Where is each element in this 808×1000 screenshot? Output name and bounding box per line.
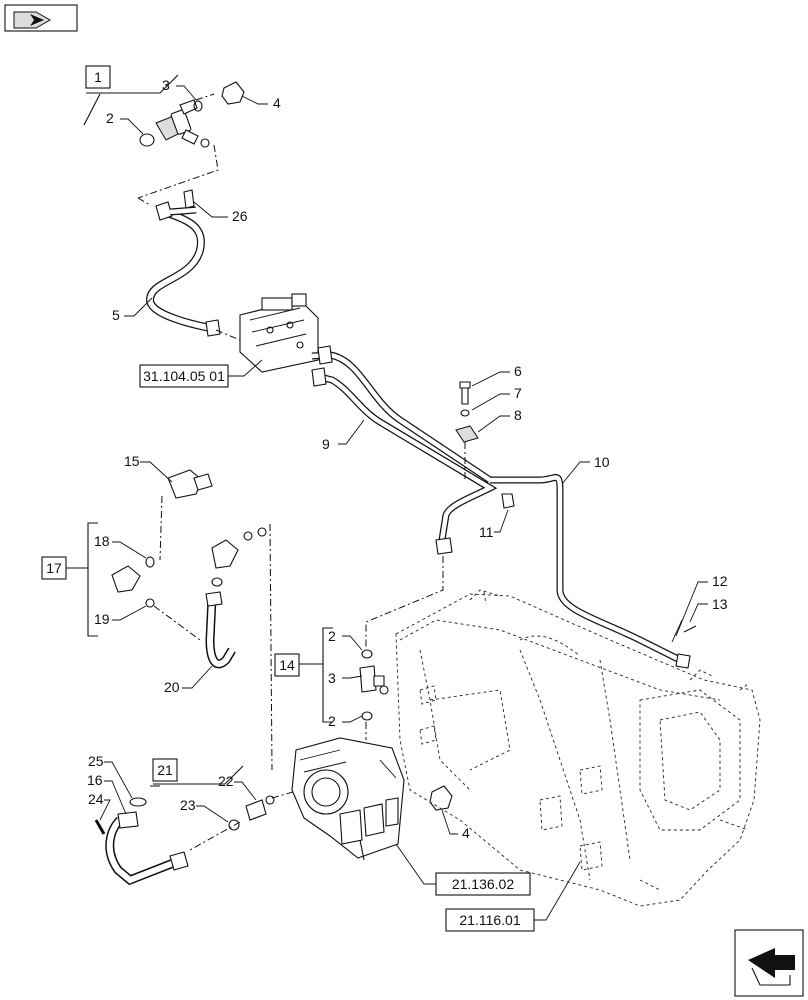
callout-8: 8 [514, 407, 522, 423]
book-arrow-icon[interactable] [4, 4, 78, 32]
callout-3b: 3 [328, 670, 336, 686]
callout-11: 11 [479, 524, 494, 540]
pipe-5-assembly: 26 5 [112, 189, 248, 341]
elbow-fitting-left [111, 565, 141, 593]
transmission-housing [395, 589, 761, 907]
callout-3a: 3 [162, 77, 170, 93]
screw-12-13: 12 13 [671, 573, 728, 643]
callout-5: 5 [112, 307, 120, 323]
washer-3a [193, 100, 203, 112]
tee-fitting-14 [359, 665, 377, 693]
control-valve [239, 293, 319, 373]
callout-16: 16 [87, 772, 103, 788]
callout-4a: 4 [273, 95, 281, 111]
ref-21-116-01: 21.116.01 [459, 912, 520, 928]
group-1: 1 2 3 4 [83, 65, 281, 199]
callout-24: 24 [88, 791, 104, 807]
ref-31-104-05: 31.104.05 01 [143, 368, 225, 384]
callout-18: 18 [94, 533, 110, 549]
callout-2b: 2 [328, 628, 336, 644]
callout-12: 12 [712, 573, 728, 589]
group-21: 21 22 23 25 16 24 [87, 753, 301, 886]
group-17: 15 17 18 19 20 [41, 453, 273, 771]
nut-4b [429, 785, 453, 811]
callout-21: 21 [157, 762, 173, 778]
o-ring-2 [139, 133, 155, 147]
o-ring-19 [145, 598, 155, 608]
callout-9: 9 [322, 436, 330, 452]
fitting-22 [245, 799, 267, 821]
hydraulic-valve-block [291, 737, 405, 861]
next-page-arrow-icon[interactable] [734, 929, 804, 997]
callout-26: 26 [232, 208, 248, 224]
callout-22: 22 [218, 773, 234, 789]
o-ring-25 [129, 797, 147, 807]
callout-25: 25 [88, 753, 104, 769]
callout-14: 14 [279, 657, 295, 673]
callout-20: 20 [164, 679, 180, 695]
group-14: 14 2 3 2 [274, 556, 444, 740]
ref-21-136-02: 21.136.02 [452, 876, 514, 892]
callout-19: 19 [94, 611, 110, 627]
callout-box-21 [152, 758, 178, 782]
o-ring-18 [145, 556, 155, 568]
callout-6: 6 [514, 363, 522, 379]
callout-box-14 [274, 653, 300, 677]
callout-23: 23 [180, 797, 196, 813]
pipes-9-10: 9 10 [311, 345, 691, 669]
callout-4b: 4 [462, 825, 470, 841]
callout-7: 7 [514, 385, 522, 401]
callout-2c: 2 [328, 713, 336, 729]
callout-box-1 [85, 65, 111, 89]
o-ring-23 [228, 819, 240, 831]
callout-13: 13 [712, 596, 728, 612]
callout-2a: 2 [106, 110, 114, 126]
clamp-group: 6 7 8 11 [455, 363, 522, 540]
plug-26 [183, 189, 195, 209]
callout-15: 15 [124, 453, 140, 469]
elbow-fitting-right [211, 539, 239, 569]
tee-fitting [155, 99, 199, 145]
nut-4a [221, 81, 245, 105]
callout-17: 17 [46, 560, 62, 576]
callout-10: 10 [594, 454, 610, 470]
callout-1: 1 [94, 69, 102, 85]
